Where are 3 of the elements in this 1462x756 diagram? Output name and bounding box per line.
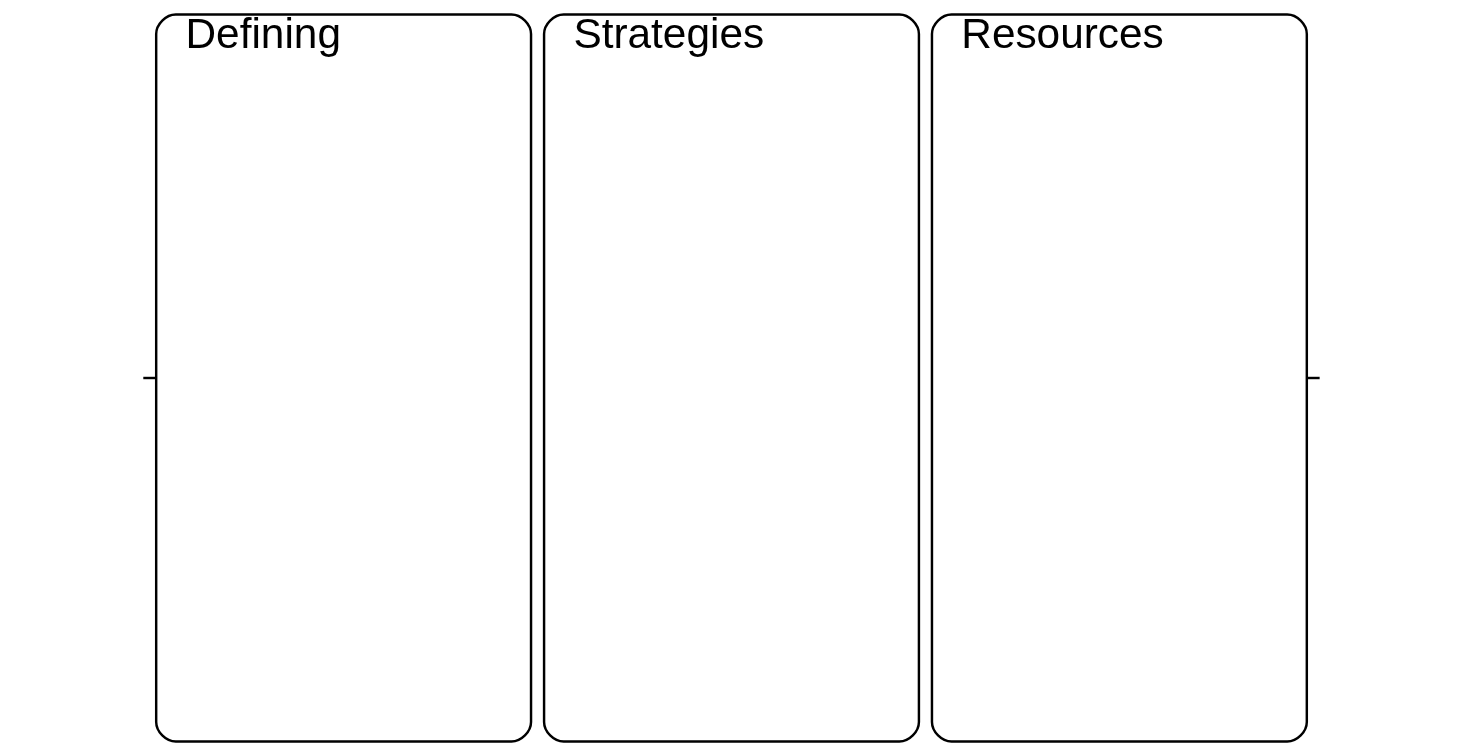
node-box: Strategies [542,13,920,743]
node-box: Resources [930,13,1308,743]
node-box: Defining [154,13,532,743]
